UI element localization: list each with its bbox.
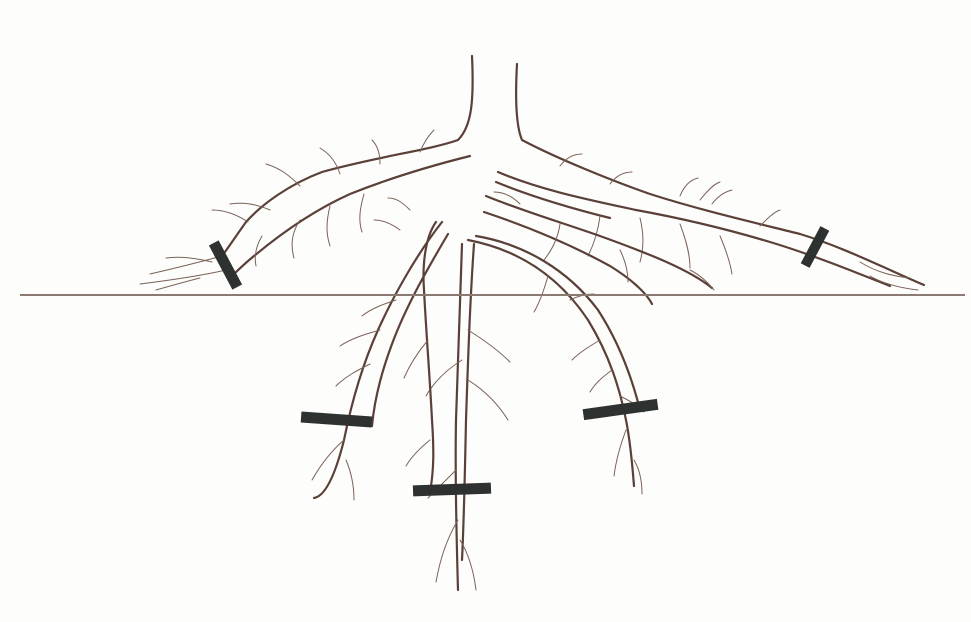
marker-left-descending	[301, 412, 373, 428]
marker-left-lateral	[209, 240, 242, 289]
marker-right-descending	[583, 399, 659, 420]
left-descending-root	[312, 198, 448, 500]
markers	[209, 226, 829, 496]
marker-tap-root	[413, 483, 491, 497]
right-descending-root	[468, 236, 644, 494]
left-lateral-root	[140, 130, 470, 290]
